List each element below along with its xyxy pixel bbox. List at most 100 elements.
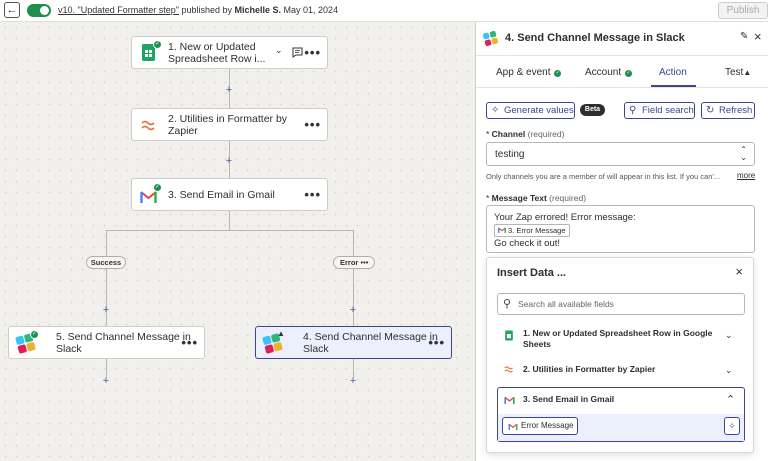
more-options-icon[interactable]: ••• <box>304 187 321 202</box>
popover-title: Insert Data ... <box>497 267 567 279</box>
refresh-button[interactable]: ↻Refresh <box>701 102 755 119</box>
gmail-icon <box>504 396 515 404</box>
gmail-icon <box>498 227 506 233</box>
chevron-down-icon[interactable]: ⌄ <box>725 365 733 375</box>
comment-icon[interactable] <box>292 47 303 58</box>
google-sheets-icon <box>505 330 513 341</box>
message-text-label: * Message Text (required) <box>486 193 587 203</box>
add-step-plus-icon[interactable]: + <box>349 375 357 387</box>
top-bar: ← v10. "Updated Formatter step" publishe… <box>0 0 768 22</box>
gmail-icon <box>140 191 157 203</box>
add-step-plus-icon[interactable]: + <box>225 155 233 167</box>
step-3-node[interactable]: ✓ 3. Send Email in Gmail ••• <box>131 178 328 211</box>
branch-connector <box>106 230 354 231</box>
complete-check-icon: ✓ <box>554 70 562 77</box>
complete-check-icon: ✓ <box>30 330 39 339</box>
publish-button[interactable]: Publish <box>718 2 768 19</box>
panel-header: 4. Send Channel Message in Slack ✎ × <box>476 22 768 56</box>
row-title: 2. Utilities in Formatter by Zapier <box>523 364 656 374</box>
field-list: Error Message ✧ <box>498 414 744 441</box>
insert-data-popover: Insert Data ... × ⚲ Search all available… <box>486 257 754 453</box>
message-line: Go check it out! <box>494 238 561 249</box>
active-tab-indicator <box>651 85 696 87</box>
tab-test[interactable]: Test▲ <box>725 67 752 78</box>
message-text-input[interactable]: Your Zap errored! Error message: 3. Erro… <box>486 205 755 253</box>
search-icon: ⚲ <box>503 298 512 310</box>
sparkle-icon: ✧ <box>491 105 500 116</box>
add-step-plus-icon[interactable]: + <box>102 375 110 387</box>
tab-action[interactable]: Action <box>659 67 687 78</box>
beta-badge: Beta <box>580 104 605 116</box>
search-placeholder: Search all available fields <box>518 299 614 309</box>
channel-value: testing <box>495 149 525 160</box>
zap-on-toggle[interactable] <box>27 4 51 17</box>
author-name: Michelle S. <box>234 5 282 15</box>
more-options-icon[interactable]: ••• <box>360 258 369 267</box>
google-sheets-icon <box>142 44 155 61</box>
channel-select[interactable]: testing ⌃⌄ <box>486 142 755 166</box>
connector <box>353 358 354 378</box>
search-icon: ⚲ <box>629 105 637 116</box>
tab-account[interactable]: Account ✓ <box>585 67 632 78</box>
more-options-icon[interactable]: ••• <box>181 335 198 350</box>
connector <box>229 69 230 109</box>
sparkle-icon[interactable]: ✧ <box>724 417 740 435</box>
back-arrow-icon[interactable]: ← <box>4 2 20 18</box>
channel-label: * Channel (required) <box>486 129 565 139</box>
gmail-icon <box>508 423 518 430</box>
zap-editor-canvas[interactable]: + + Success Error ••• + + + + ✓ 1. New o… <box>0 22 475 461</box>
error-path-label[interactable]: Error ••• <box>333 256 375 269</box>
data-source-row-3[interactable]: 3. Send Email in Gmail ⌃ Error Message ✧ <box>497 387 745 442</box>
connector <box>229 140 230 178</box>
publish-date: May 01, 2024 <box>281 5 339 15</box>
search-fields-input[interactable]: ⚲ Search all available fields <box>497 293 745 315</box>
row-title: 3. Send Email in Gmail <box>523 394 615 404</box>
generate-values-button[interactable]: ✧Generate values <box>486 102 575 119</box>
version-info: v10. "Updated Formatter step" published … <box>58 5 339 15</box>
panel-title: 4. Send Channel Message in Slack <box>505 32 685 44</box>
select-arrows-icon: ⌃⌄ <box>740 145 747 162</box>
field-search-button[interactable]: ⚲Field search <box>624 102 695 119</box>
row-title: 1. New or Updated Spreadsheet Row in Goo… <box>523 328 713 349</box>
complete-check-icon: ✓ <box>153 40 162 49</box>
complete-check-icon: ✓ <box>624 70 632 77</box>
channel-hint: Only channels you are a member of will a… <box>486 172 721 181</box>
tab-app-event[interactable]: App & event ✓ <box>496 67 562 78</box>
chevron-down-icon[interactable]: ⌄ <box>725 330 733 340</box>
version-link[interactable]: v10. "Updated Formatter step" <box>58 5 179 15</box>
more-link[interactable]: more <box>737 171 756 180</box>
warning-icon: ▲ <box>743 68 752 77</box>
add-step-plus-icon[interactable]: + <box>349 304 357 316</box>
connector <box>353 230 354 326</box>
chevron-up-icon[interactable]: ⌃ <box>726 394 736 406</box>
formatter-icon <box>141 120 155 131</box>
connector <box>106 230 107 326</box>
panel-tabs: App & event ✓ Account ✓ Action Test▲ <box>476 56 768 88</box>
formatter-icon <box>504 366 513 373</box>
error-message-chip[interactable]: 3. Error Message <box>494 224 570 237</box>
refresh-icon: ↻ <box>706 105 715 116</box>
chevron-down-icon[interactable]: ⌄ <box>275 45 283 55</box>
add-step-plus-icon[interactable]: + <box>225 84 233 96</box>
slack-icon <box>482 30 499 47</box>
more-options-icon[interactable]: ••• <box>304 117 321 132</box>
edit-pencil-icon[interactable]: ✎ <box>740 31 749 42</box>
more-options-icon[interactable]: ••• <box>428 335 445 350</box>
error-message-field-chip[interactable]: Error Message <box>502 417 578 435</box>
complete-check-icon: ✓ <box>153 183 162 192</box>
step-title: 3. Send Email in Gmail <box>168 189 275 201</box>
close-icon[interactable]: × <box>754 29 762 44</box>
more-options-icon[interactable]: ••• <box>304 45 321 60</box>
connector <box>106 358 107 378</box>
message-line: Your Zap errored! Error message: <box>494 212 636 223</box>
success-path-label[interactable]: Success <box>86 256 126 269</box>
add-step-plus-icon[interactable]: + <box>102 304 110 316</box>
close-icon[interactable]: × <box>735 264 743 279</box>
